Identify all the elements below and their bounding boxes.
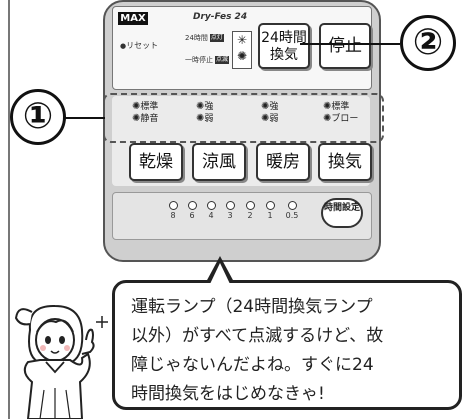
timer-lamp-icon [287, 201, 297, 210]
lamp-on-tag: 点灯 [209, 34, 224, 42]
timer-tick: 6 [184, 201, 200, 221]
lamp-icon: ✺ [261, 113, 270, 124]
indicator-24h: 24時間点灯 [185, 34, 224, 42]
button-24h-ventilation[interactable]: 24時間換気 [258, 23, 310, 69]
timer-lamp-icon [265, 201, 275, 210]
button-dry[interactable]: 乾燥 [129, 143, 183, 181]
button-cool-breeze[interactable]: 涼風 [192, 143, 246, 181]
timer-lamp-icon [168, 201, 178, 210]
lamp-blink-tag: 点滅 [215, 56, 229, 64]
timer-tick: 8 [165, 201, 181, 221]
button-heat[interactable]: 暖房 [256, 143, 310, 181]
timer-tick: 1 [262, 201, 278, 221]
button-ventilate[interactable]: 換気 [318, 143, 372, 181]
lamp-icon: ✺ [132, 101, 141, 112]
timer-lamp-icon [245, 201, 255, 210]
callout-two: ② [400, 15, 456, 71]
lamp-on-icon: ✳ [236, 33, 248, 47]
indicator-vent: ✺標準 ✺ブロー [323, 101, 359, 124]
timer-tick: 0.5 [284, 201, 300, 221]
frame-border [8, 0, 10, 419]
speech-bubble: 運転ランプ（24時間換気ランプ 以外）がすべて点滅するけど、故 障じゃないんだよ… [112, 280, 462, 410]
indicator-stop: 一時停止点滅 [185, 56, 229, 64]
girl-illustration [14, 304, 108, 419]
lamp-icon: ✺ [196, 101, 205, 112]
callout-one: ① [10, 89, 66, 145]
button-time-setting[interactable]: 時間設定 [321, 198, 363, 228]
indicator-heat: ✺強 ✺弱 [261, 101, 279, 124]
timer-tick: 2 [242, 201, 258, 221]
lamp-icon: ✺ [323, 113, 332, 124]
lamp-icon: ✺ [196, 113, 205, 124]
indicator-dry: ✺標準 ✺静音 [132, 101, 159, 124]
reset-label: ●リセット [120, 41, 159, 50]
timer-tick: 3 [222, 201, 238, 221]
model-name: Dry-Fes 24 [193, 12, 248, 22]
timer-lamp-icon [225, 201, 235, 210]
timer-tick: 4 [203, 201, 219, 221]
timer-lamp-icon [187, 201, 197, 210]
lamp-legend: ✳ ✺ [232, 31, 252, 69]
lamp-icon: ✺ [132, 113, 141, 124]
timer-lamp-icon [206, 201, 216, 210]
callout-two-line [300, 43, 400, 45]
callout-one-line [60, 117, 105, 119]
reset-dot-icon: ● [120, 42, 127, 50]
bubble-tail-fill [210, 263, 230, 284]
lamp-icon: ✺ [323, 101, 332, 112]
lamp-blink-icon: ✺ [236, 49, 248, 63]
lamp-icon: ✺ [261, 101, 270, 112]
button-stop[interactable]: 停止 [319, 23, 371, 69]
indicator-cool: ✺強 ✺弱 [196, 101, 214, 124]
brand-logo: MAX [118, 12, 148, 25]
